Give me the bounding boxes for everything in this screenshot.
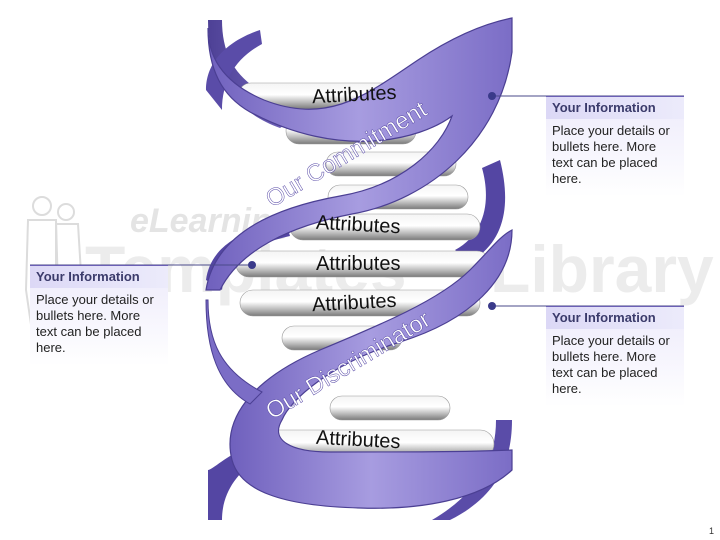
rung-label-5: Attributes: [315, 427, 401, 453]
connector-dot-1: [488, 92, 496, 100]
watermark-line4: Library: [490, 232, 714, 306]
rung-label-3: Attributes: [316, 253, 400, 275]
info-box-left: Your Information Place your details or b…: [30, 265, 168, 366]
connector-dot-2: [248, 261, 256, 269]
page-number: 1: [709, 526, 714, 536]
rung-label-4: Attributes: [312, 290, 398, 316]
rung-label-1: Attributes: [312, 82, 398, 108]
info-box-top-right: Your Information Place your details or b…: [546, 96, 684, 197]
info-box-body: Place your details or bullets here. More…: [30, 288, 168, 366]
rung-label-2: Attributes: [315, 212, 401, 238]
info-box-bottom-right: Your Information Place your details or b…: [546, 306, 684, 407]
info-box-body: Place your details or bullets here. More…: [546, 119, 684, 197]
info-box-body: Place your details or bullets here. More…: [546, 329, 684, 407]
info-box-title: Your Information: [546, 306, 684, 329]
info-box-title: Your Information: [30, 265, 168, 288]
info-box-title: Your Information: [546, 96, 684, 119]
connector-dot-3: [488, 302, 496, 310]
